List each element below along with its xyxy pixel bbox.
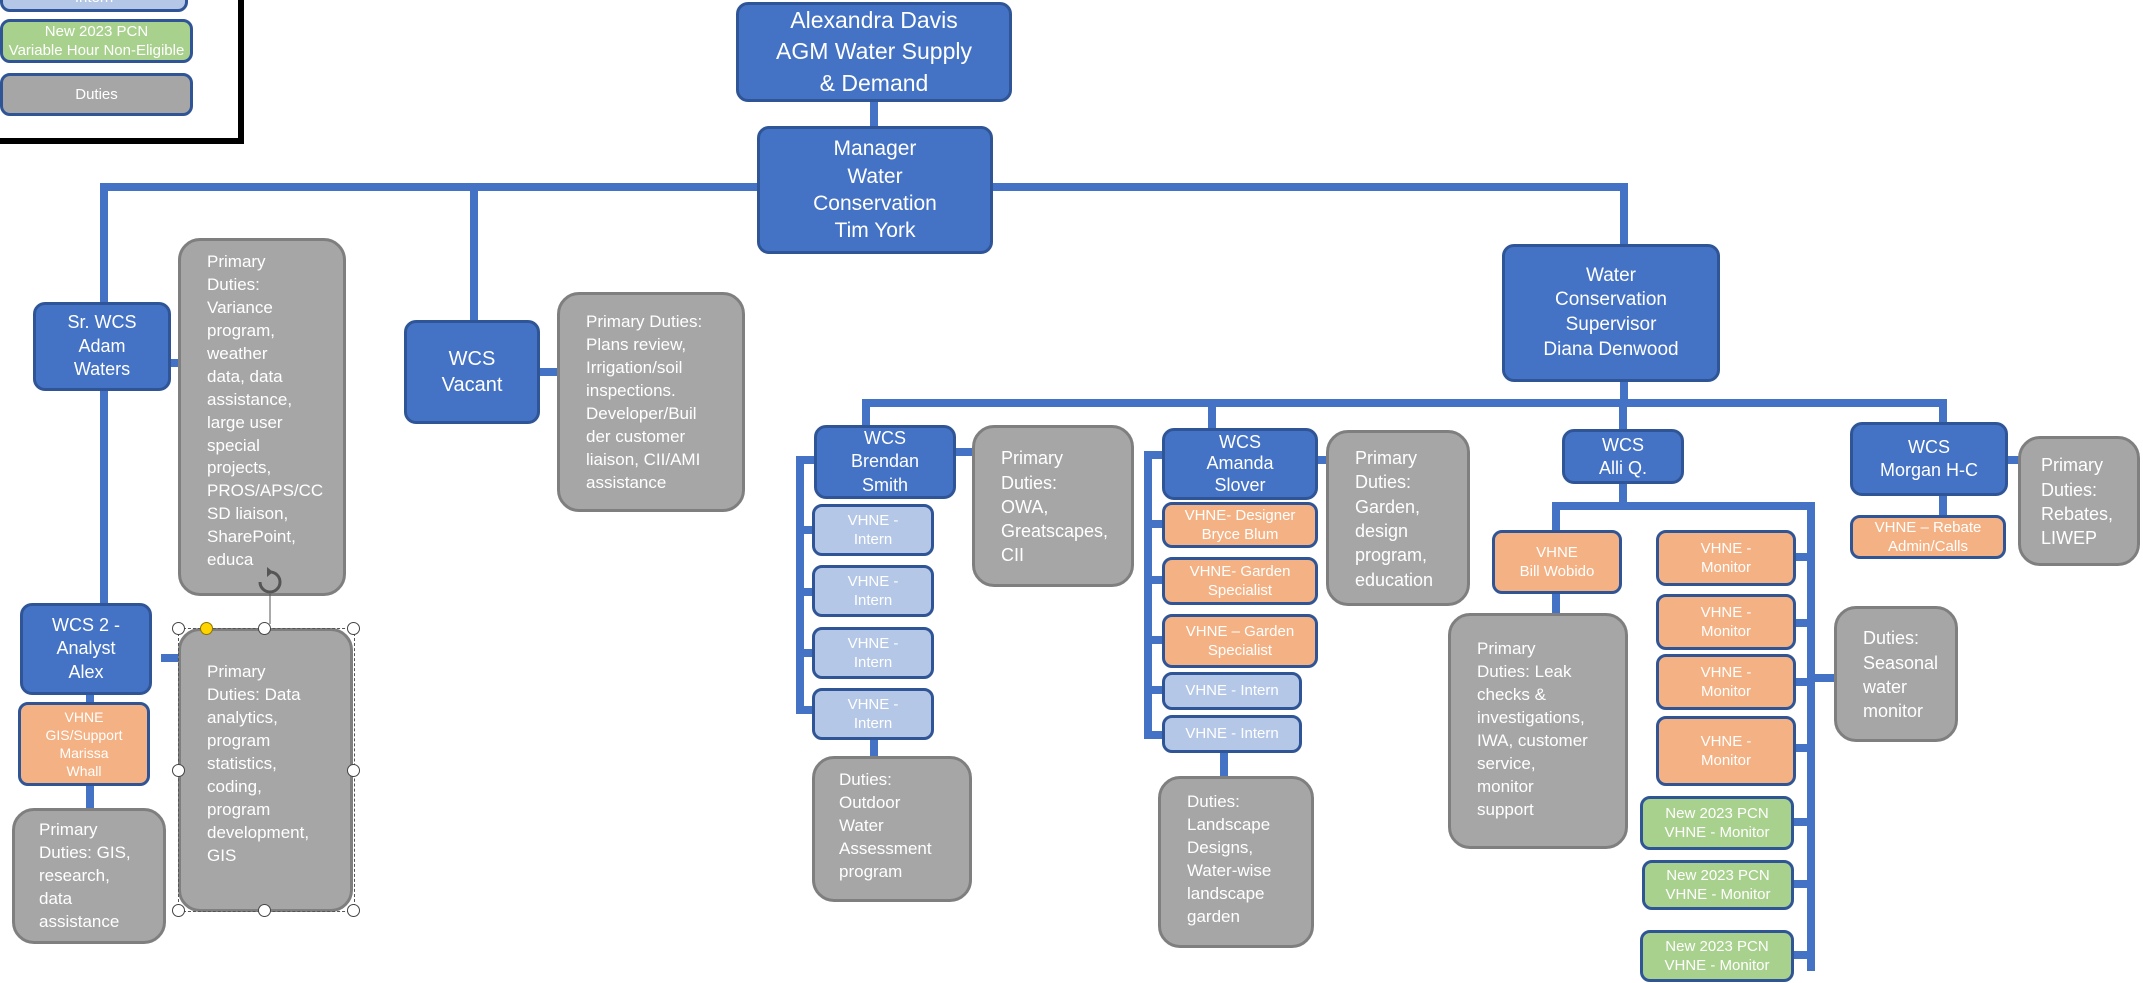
brendan-intern-4[interactable]: VHNE - Intern: [812, 688, 934, 740]
brendan-duties[interactable]: Primary Duties: OWA, Greatscapes, CII: [972, 425, 1134, 587]
legend-duties: Duties: [0, 73, 193, 116]
vhne-designer-bryce[interactable]: VHNE- Designer Bryce Blum: [1162, 502, 1318, 548]
supervisor-node[interactable]: Water Conservation Supervisor Diana Denw…: [1502, 244, 1720, 382]
legend-new-pcn: New 2023 PCN Variable Hour Non-Eligible: [0, 19, 193, 63]
monitor-duties[interactable]: Duties: Seasonal water monitor: [1834, 606, 1958, 742]
sr-wcs-node[interactable]: Sr. WCS Adam Waters: [33, 302, 171, 391]
vhne-monitor-3[interactable]: VHNE - Monitor: [1656, 654, 1796, 710]
resize-handle-ne[interactable]: [347, 622, 360, 635]
manager-node[interactable]: Manager Water Conservation Tim York: [757, 126, 993, 254]
vhne-gis-duties[interactable]: Primary Duties: GIS, research, data assi…: [12, 808, 166, 944]
new-pcn-monitor-2[interactable]: New 2023 PCN VHNE - Monitor: [1642, 860, 1794, 910]
resize-handle-e[interactable]: [347, 764, 360, 777]
wcs-alli-node[interactable]: WCS Alli Q.: [1562, 429, 1684, 484]
vhne-monitor-1[interactable]: VHNE - Monitor: [1656, 530, 1796, 586]
vhne-monitor-4[interactable]: VHNE - Monitor: [1656, 716, 1796, 786]
vhne-bill-wobido[interactable]: VHNE Bill Wobido: [1492, 530, 1622, 594]
legend-intern: Intern: [0, 0, 188, 12]
wcs2-duties[interactable]: Primary Duties: Data analytics, program …: [178, 628, 353, 912]
resize-handle-nw[interactable]: [172, 622, 185, 635]
adjust-handle[interactable]: [200, 622, 213, 635]
wcs-morgan-node[interactable]: WCS Morgan H-C: [1850, 422, 2008, 496]
resize-handle-s[interactable]: [258, 904, 271, 917]
resize-handle-sw[interactable]: [172, 904, 185, 917]
wcs-amanda-node[interactable]: WCS Amanda Slover: [1162, 428, 1318, 500]
amanda-intern-2[interactable]: VHNE - Intern: [1162, 715, 1302, 753]
brendan-intern-3[interactable]: VHNE - Intern: [812, 627, 934, 679]
resize-handle-w[interactable]: [172, 764, 185, 777]
bill-duties[interactable]: Primary Duties: Leak checks & investigat…: [1448, 613, 1628, 849]
sr-wcs-duties[interactable]: Primary Duties: Variance program, weathe…: [178, 238, 346, 596]
morgan-duties[interactable]: Primary Duties: Rebates, LIWEP: [2018, 436, 2140, 566]
vhne-garden-specialist-1[interactable]: VHNE- Garden Specialist: [1162, 557, 1318, 605]
brendan-intern-1[interactable]: VHNE - Intern: [812, 504, 934, 556]
wcs-vacant-duties[interactable]: Primary Duties: Plans review, Irrigation…: [557, 292, 745, 512]
brendan-intern-duties[interactable]: Duties: Outdoor Water Assessment program: [812, 756, 972, 902]
resize-handle-se[interactable]: [347, 904, 360, 917]
agm-node[interactable]: Alexandra Davis AGM Water Supply & Deman…: [736, 2, 1012, 102]
legend: Intern New 2023 PCN Variable Hour Non-El…: [0, 0, 244, 144]
new-pcn-monitor-3[interactable]: New 2023 PCN VHNE - Monitor: [1640, 930, 1794, 982]
new-pcn-monitor-1[interactable]: New 2023 PCN VHNE - Monitor: [1640, 796, 1794, 850]
vhne-monitor-2[interactable]: VHNE - Monitor: [1656, 594, 1796, 650]
wcs-vacant-node[interactable]: WCS Vacant: [404, 320, 540, 424]
amanda-staff-duties[interactable]: Duties: Landscape Designs, Water-wise la…: [1158, 776, 1314, 948]
vhne-garden-specialist-2[interactable]: VHNE – Garden Specialist: [1162, 614, 1318, 668]
vhne-gis-node[interactable]: VHNE GIS/Support Marissa Whall: [18, 702, 150, 786]
rotate-handle-icon[interactable]: [252, 564, 288, 626]
amanda-intern-1[interactable]: VHNE - Intern: [1162, 672, 1302, 710]
brendan-intern-2[interactable]: VHNE - Intern: [812, 565, 934, 617]
wcs-brendan-node[interactable]: WCS Brendan Smith: [814, 425, 956, 499]
wcs2-analyst-node[interactable]: WCS 2 - Analyst Alex: [20, 603, 152, 695]
vhne-rebate-admin[interactable]: VHNE – Rebate Admin/Calls: [1850, 515, 2006, 559]
amanda-duties[interactable]: Primary Duties: Garden, design program, …: [1326, 430, 1470, 606]
